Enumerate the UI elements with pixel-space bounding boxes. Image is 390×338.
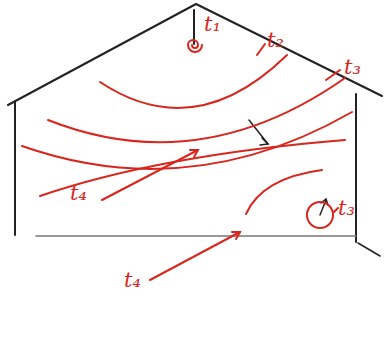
temperature-label: t₁: [204, 14, 221, 35]
isotherm-line: [48, 78, 345, 142]
outside-arrow-line: [358, 243, 380, 256]
temperature-label: t₄: [124, 270, 141, 291]
temperature-label: t₄: [70, 183, 87, 204]
flow-arrowhead: [260, 138, 268, 145]
leader-line: [326, 70, 340, 80]
leader-line: [150, 232, 240, 280]
isotherm-line: [100, 55, 287, 108]
leader-line: [334, 208, 338, 212]
left-wall: [14, 101, 16, 235]
leader-arrowhead: [190, 150, 198, 157]
floor-line: [36, 235, 356, 237]
leader-line: [102, 150, 198, 200]
leader-arrowhead: [232, 232, 240, 239]
isotherm-circle: [307, 202, 333, 228]
heat-source-pipe: [193, 10, 195, 44]
leader-line: [257, 44, 265, 55]
temperature-label: t₃: [344, 57, 361, 78]
temperature-label: t₂: [267, 30, 284, 51]
right-wall: [355, 94, 357, 242]
isotherm-spiral: [188, 40, 202, 52]
temperature-label: t₃: [338, 198, 355, 219]
